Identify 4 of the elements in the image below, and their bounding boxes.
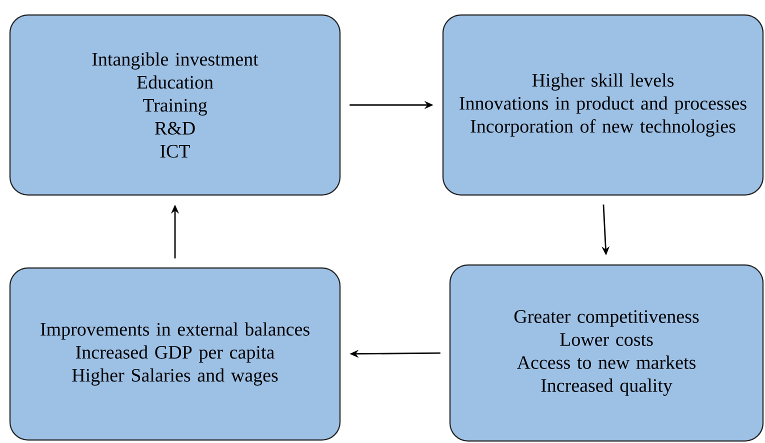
process-box: Higher skill levels Innovations in product and processes Incorporation of new technologies xyxy=(442,14,764,196)
process-box: Greater competitiveness Lower costs Access to new markets Increased quality xyxy=(449,264,764,442)
process-box: Intangible investment Education Training R&D ICT xyxy=(9,14,341,196)
process-box: Improvements in external balances Increased GDP per capita Higher Salaries and wages xyxy=(9,267,341,441)
